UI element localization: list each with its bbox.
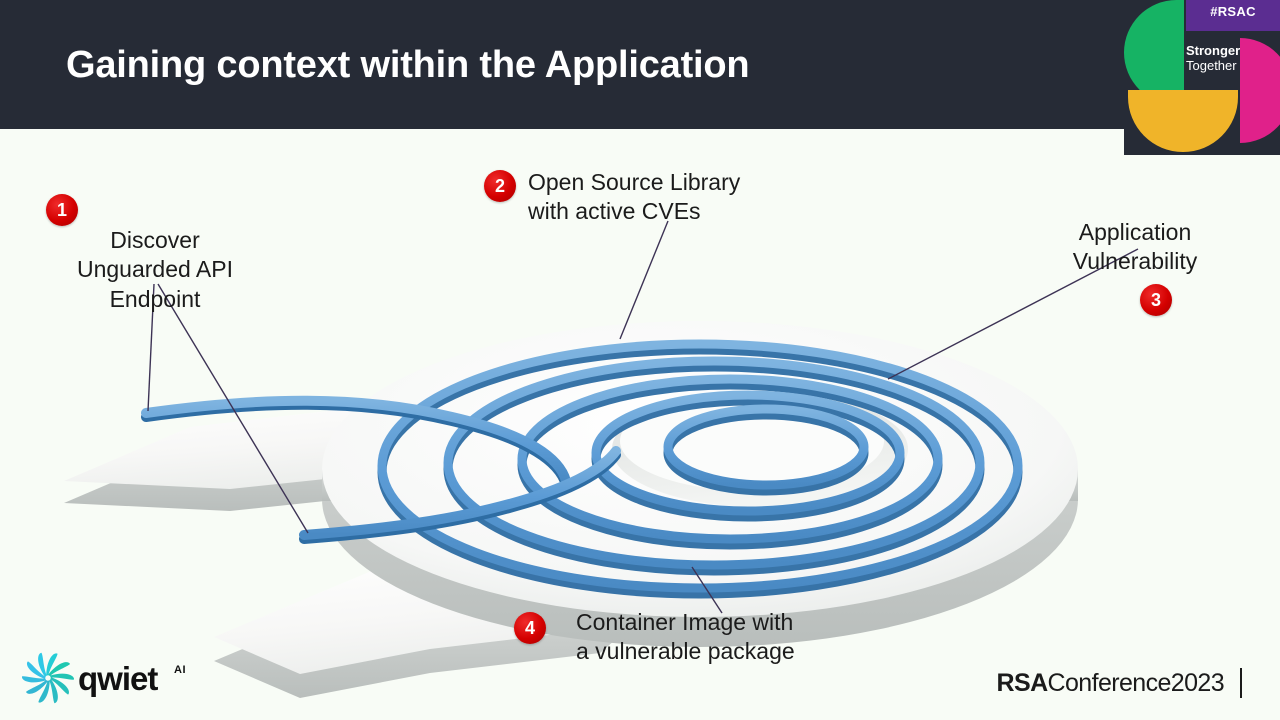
rsa-conference-footer: RSAConference2023 [997, 668, 1242, 698]
callout-3-label: Application Vulnerability [1072, 219, 1198, 275]
qwiet-ai-logo: qwiet AI [22, 652, 202, 710]
leader-line-3 [887, 248, 1139, 380]
diagram-spiral-ribbons [377, 339, 1023, 599]
callout-3-badge: 3 [1140, 284, 1172, 316]
callout-4-badge: 4 [514, 612, 546, 644]
slide-header-bar [0, 0, 1280, 129]
page-title: Gaining context within the Application [66, 44, 750, 86]
qwiet-ai-superscript: AI [174, 664, 186, 676]
qwiet-wordmark: qwiet [78, 660, 158, 697]
rsac-tagline-line1: Stronger [1186, 43, 1241, 58]
leader-line-4 [691, 566, 723, 614]
rsac-hashtag: #RSAC [1210, 4, 1256, 19]
rsac-tagline-line2: Together [1186, 57, 1237, 73]
rsac-magenta-half-disc [1240, 38, 1280, 143]
diagram-leader-lines [147, 220, 1139, 614]
rsac-tagline: Stronger Together [1186, 43, 1264, 73]
qwiet-swirl-icon [22, 652, 74, 704]
diagram-spiral-tails [141, 395, 621, 544]
rsac-logo: #RSAC Stronger Together [1124, 0, 1280, 155]
rsa-rest-part: Conference2023 [1047, 668, 1225, 697]
callout-4-label: Container Image with a vulnerable packag… [576, 609, 795, 665]
rsa-bold-part: RSA [996, 668, 1049, 697]
callout-1-label: Discover Unguarded API Endpoint [76, 227, 233, 312]
leader-line-2 [619, 220, 669, 340]
leader-line-1b [157, 283, 309, 534]
callout-1-badge: 1 [46, 194, 78, 226]
footer-divider [1240, 668, 1242, 698]
rsa-conference-text: RSAConference2023 [996, 668, 1225, 698]
leader-line-1a [147, 283, 155, 412]
callout-2-badge: 2 [484, 170, 516, 202]
spiral-diagram [64, 220, 1139, 698]
callout-2-label: Open Source Library with active CVEs [528, 169, 741, 225]
rsac-purple-band [1186, 0, 1280, 31]
